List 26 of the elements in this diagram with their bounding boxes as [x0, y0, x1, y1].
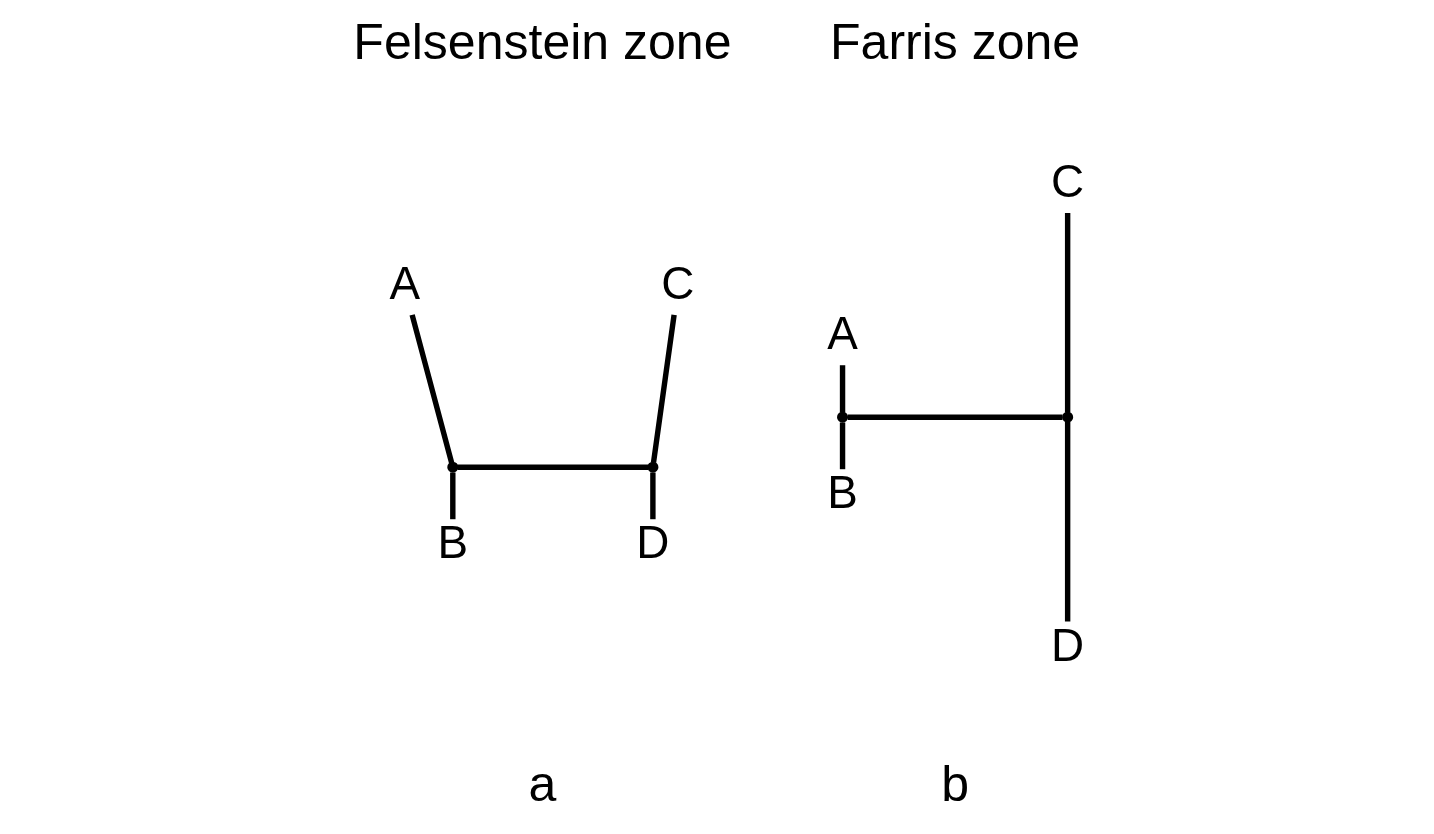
label: b: [940, 755, 969, 812]
node-point: [646, 461, 658, 473]
connector: [650, 314, 677, 463]
node-point: [446, 461, 458, 473]
connector: [847, 413, 1062, 420]
connector: [1064, 212, 1070, 412]
node-text: B: [826, 465, 858, 518]
connector: [839, 364, 845, 412]
node-text: C: [660, 256, 694, 309]
node-point: [1061, 411, 1073, 423]
label: a: [528, 755, 556, 812]
node-text: A: [826, 306, 858, 359]
node-text: D: [635, 515, 669, 568]
node-text: B: [437, 515, 468, 568]
node-text: D: [1050, 618, 1084, 671]
label: Felsenstein zone: [352, 13, 731, 70]
connector: [1064, 421, 1070, 621]
node-text: A: [389, 256, 420, 309]
node-text: C: [1050, 154, 1084, 207]
connector: [839, 422, 845, 469]
label: Farris zone: [829, 13, 1080, 70]
connector: [649, 472, 656, 519]
connector: [457, 464, 648, 470]
node-point: [836, 411, 848, 423]
connector: [409, 313, 454, 463]
connector: [449, 472, 455, 519]
